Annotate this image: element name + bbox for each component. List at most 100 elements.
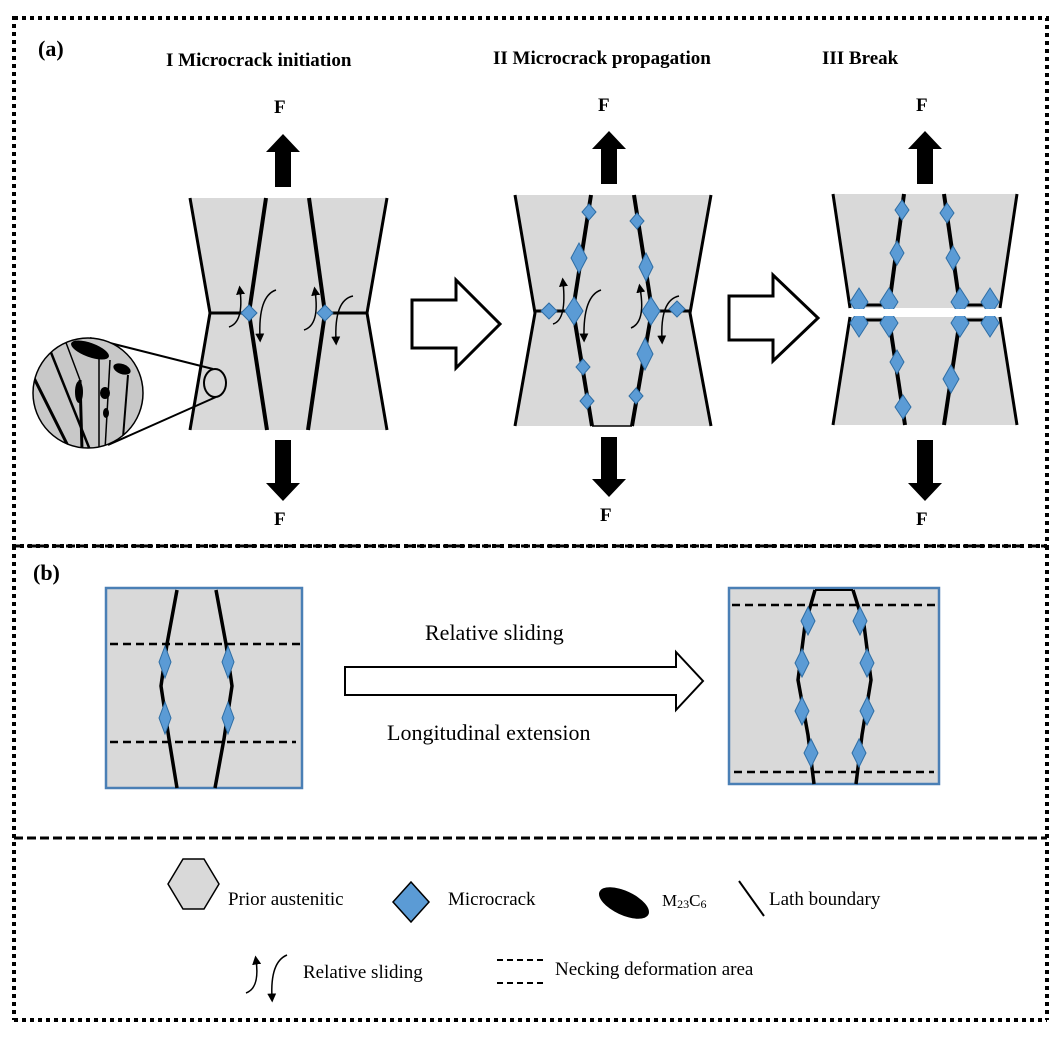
arrow-top-text: Relative sliding	[425, 620, 564, 645]
transition-arrow-1-to-2	[410, 276, 503, 372]
microcrack	[316, 304, 334, 322]
microcracks-before	[158, 644, 235, 736]
m23c6-c: C	[689, 891, 701, 910]
force-arrow-up-icon	[266, 134, 300, 187]
dashed-lines-icon	[497, 959, 543, 984]
microcrack	[859, 647, 875, 679]
force-label-top: F	[916, 95, 928, 116]
specimen-outline	[998, 316, 1019, 426]
specimen-outline	[831, 193, 852, 309]
inset-magnifier	[32, 337, 217, 449]
legend-label-microcrack: Microcrack	[448, 889, 536, 910]
force-label-top: F	[274, 97, 286, 118]
microcrack	[628, 387, 644, 405]
microcrack	[575, 358, 591, 376]
microcrack	[636, 336, 654, 372]
sliding-arrow-down	[579, 289, 602, 343]
lath-boundary	[247, 312, 269, 431]
lath-boundary	[64, 339, 81, 381]
m23c6-sub-6: 6	[700, 897, 707, 911]
microcrack	[668, 300, 686, 318]
stage-3-title: III Break	[822, 48, 899, 69]
microcrack	[540, 302, 558, 320]
microcrack	[158, 644, 172, 680]
microcrack	[889, 349, 905, 375]
sliding-arrow-down	[255, 289, 277, 343]
sliding-arrow-up	[630, 283, 646, 329]
fracture-gap	[845, 309, 1005, 316]
sliding-arrow-up	[552, 277, 568, 325]
hexagon-icon	[167, 858, 220, 910]
microcrack	[803, 737, 819, 769]
lath-boundary	[213, 589, 234, 789]
microcrack	[158, 700, 172, 736]
panel-b-before-box	[104, 586, 304, 790]
inset-microstructure	[33, 339, 131, 448]
microcrack	[942, 363, 960, 395]
microcracks-stage-2	[540, 203, 686, 410]
legend-label-relative-sliding: Relative sliding	[303, 962, 423, 983]
panel-a-label: (a)	[38, 36, 64, 61]
force-arrow-up-icon	[592, 131, 626, 184]
sliding-extension-arrow	[344, 649, 705, 713]
microcracks-after	[794, 605, 875, 769]
lath-boundary	[48, 349, 92, 448]
sliding-arrow-down	[657, 295, 680, 345]
panel-b-label: (b)	[33, 560, 60, 585]
lath-boundary	[307, 197, 327, 314]
specimen-outline	[998, 193, 1019, 309]
microcrack	[859, 695, 875, 727]
microcrack	[939, 202, 955, 224]
arrow-bottom-text: Longitudinal extension	[387, 720, 591, 745]
lath-boundary	[306, 312, 327, 431]
microcrack	[945, 245, 961, 271]
carbide-particle	[71, 340, 109, 360]
legend-icons	[167, 858, 765, 1003]
force-label-bottom: F	[600, 505, 612, 526]
carbide-particle	[113, 363, 131, 375]
lath-boundary	[247, 197, 268, 314]
microcrack	[794, 647, 810, 679]
sliding-arrows-icon	[245, 954, 288, 1003]
frame-panel-a	[12, 16, 1049, 548]
carbide-particle	[75, 381, 83, 403]
sliding-arrow-up	[303, 286, 321, 331]
microcrack	[794, 695, 810, 727]
sliding-arrow-down	[331, 295, 354, 346]
slash-line-icon	[738, 880, 765, 917]
legend-label-prior-austenitic: Prior austenitic	[228, 889, 344, 910]
specimen-body	[515, 195, 711, 426]
specimen-lower-body	[833, 317, 1017, 425]
force-arrow-down-icon	[266, 440, 300, 501]
legend-label-m23c6: M23C6	[662, 891, 706, 912]
microcrack	[240, 304, 258, 322]
microcrack	[800, 605, 816, 637]
carbide-particle	[103, 408, 109, 418]
microcrack	[564, 296, 584, 326]
force-label-top: F	[598, 95, 610, 116]
specimen-stage-1	[188, 197, 389, 431]
microcrack	[852, 605, 868, 637]
force-arrow-down-icon	[908, 440, 942, 501]
force-label-bottom: F	[916, 509, 928, 530]
specimen-outline-right	[688, 194, 713, 427]
microcrack	[629, 212, 645, 230]
force-arrows	[266, 131, 942, 501]
legend-label-lath-boundary: Lath boundary	[769, 889, 881, 910]
inset-connector-bottom	[107, 396, 217, 446]
force-label-bottom: F	[274, 509, 286, 530]
m23c6-sub-23: 23	[677, 897, 690, 911]
microcrack	[221, 700, 235, 736]
microcrack	[638, 251, 654, 283]
microcrack	[570, 241, 588, 275]
microcrack	[581, 203, 597, 221]
lath-boundary	[33, 369, 72, 448]
region-box	[727, 586, 941, 786]
microcrack	[221, 644, 235, 680]
specimen-outline	[831, 316, 852, 426]
specimen-outline-left	[513, 194, 537, 427]
force-arrow-down-icon	[592, 437, 626, 497]
transition-arrows	[410, 271, 821, 372]
stage-2-title: II Microcrack propagation	[493, 48, 711, 69]
specimen-upper-body	[833, 194, 1017, 308]
